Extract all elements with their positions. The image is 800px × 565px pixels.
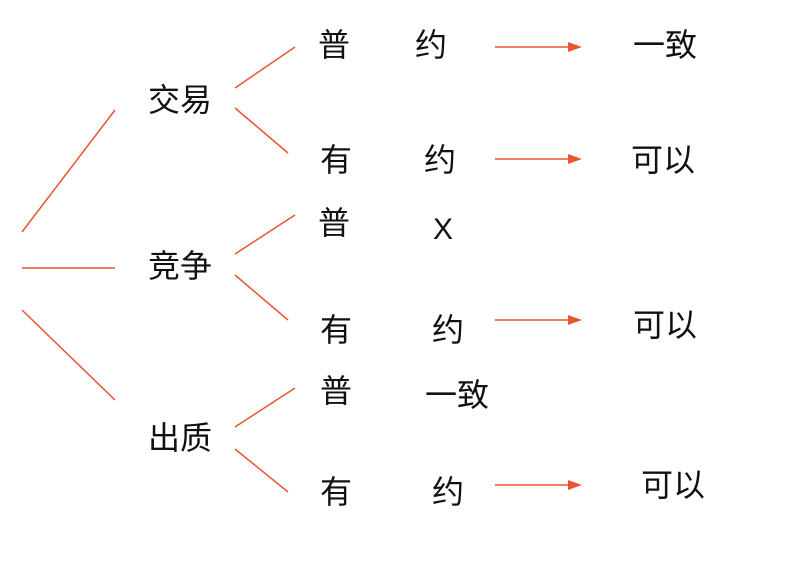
branch-label-2b: 有 [320,311,353,349]
branch-label-3b: 有 [320,473,353,511]
root-line-1 [21,109,116,233]
condition-label-3b: 约 [432,473,465,511]
branch-label-2a: 普 [318,204,351,242]
result-label-1a: 一致 [633,26,698,64]
branch-label-1a: 普 [318,26,351,64]
result-label-2b: 可以 [633,306,698,344]
condition-label-2a: X [433,213,454,246]
arrow-2 [495,154,582,164]
branch-line-3b [234,448,289,493]
condition-label-1b: 约 [424,141,457,179]
branch-line-3a [234,387,296,428]
root-line-3 [21,309,116,401]
branch-label-3a: 普 [320,372,353,410]
condition-label-3a: 一致 [425,376,490,414]
branch-line-1b [234,107,289,154]
result-label-1b: 可以 [631,141,696,179]
condition-label-2b: 约 [432,311,465,349]
branch-label-1b: 有 [320,141,353,179]
condition-label-1a: 约 [415,26,448,64]
branch-line-1a [234,46,296,89]
category-label-3: 出质 [148,419,213,457]
arrow-3 [495,315,582,325]
arrow-4 [495,480,582,490]
branch-line-2a [234,214,296,255]
result-label-3b: 可以 [641,466,706,504]
branch-line-2b [234,274,289,321]
category-label-1: 交易 [148,81,213,119]
arrow-1 [495,42,582,52]
category-label-2: 竞争 [148,247,213,285]
